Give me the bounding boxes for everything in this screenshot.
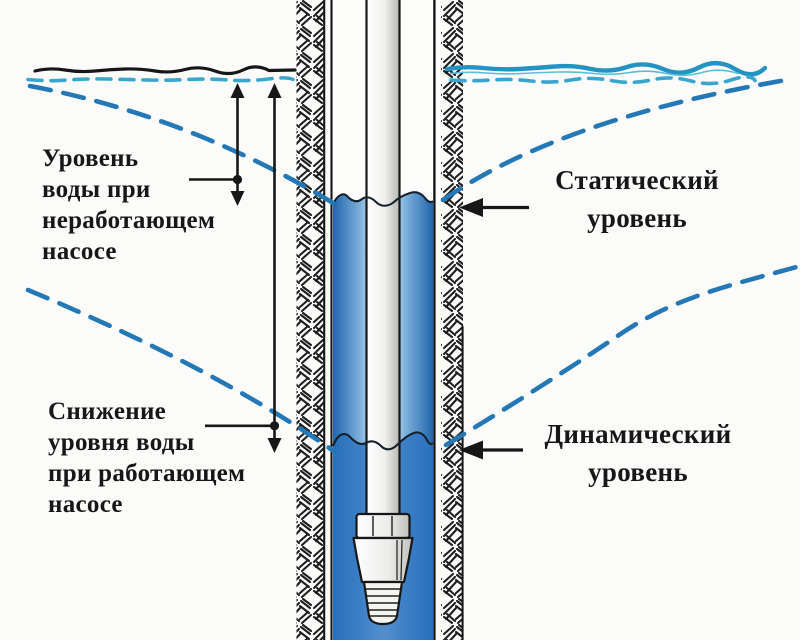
label-line: насосе [42,238,117,265]
drop-pipe [365,0,401,517]
label-line: уровня воды [48,429,195,456]
dynamic-depth-measure-arrow [205,83,282,453]
static-depth-measure-arrow [189,83,245,206]
label-drawdown: Снижение уровня воды при работающем насо… [48,396,245,520]
label-pump-off-level: Уровень воды при неработающем насосе [42,143,215,267]
dynamic-water-surface-wave [332,431,434,451]
label-line: уровень [588,457,688,487]
ground-surface-right-highlight [449,69,739,77]
label-dynamic-level: Динамический уровень [538,415,738,491]
submersible-pump [352,512,414,626]
label-static-level: Статический уровень [537,161,737,237]
static-water-surface-wave [332,191,434,207]
drawdown-cone-curve-right [443,263,800,448]
pump-body-seams [396,539,403,581]
static-level-pointer-arrow [459,198,529,217]
label-line: Динамический [544,419,732,449]
dynamic-level-pointer-arrow [459,440,523,460]
pump-coupling-nut [355,512,411,540]
static-cone-curve-right [440,76,795,203]
nut-facet-lines [372,516,393,536]
label-line: неработающем [42,207,216,234]
label-line: при работающем [48,460,246,487]
label-line: Уровень [42,145,139,172]
soil-right-hatch [441,0,463,640]
label-line: Статический [555,165,719,195]
label-line: воды при [42,176,151,203]
static-cone-curve-left [27,83,336,206]
ground-surface-left [33,65,297,76]
groundwater-table-dashed-left [26,76,295,83]
ground-surface-right [444,60,768,77]
label-line: уровень [587,203,687,233]
drawdown-cone-curve-left [25,287,338,455]
pump-body [352,536,414,584]
groundwater-table-dashed-right [449,75,757,86]
label-line: насосе [48,491,123,518]
soil-left-hatch [296,0,324,640]
label-line: Снижение [48,398,167,425]
thread-ribs [365,588,401,617]
